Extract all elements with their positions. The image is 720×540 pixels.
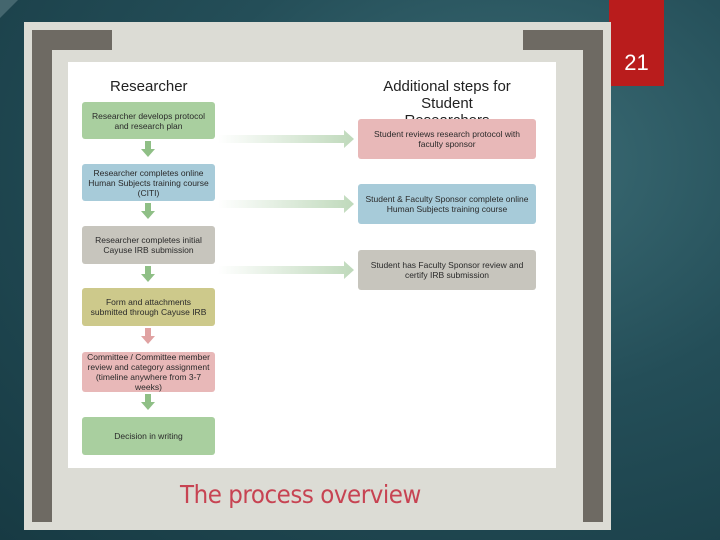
connector-arrow-3: [218, 261, 354, 279]
researcher-heading: Researcher: [110, 78, 188, 95]
process-diagram: Researcher Additional steps for Student …: [68, 62, 556, 468]
researcher-step-1: Researcher develops protocol and researc…: [82, 102, 215, 139]
researcher-step-6: Decision in writing: [82, 417, 215, 455]
student-step-3: Student has Faculty Sponsor review and c…: [358, 250, 536, 290]
down-arrow-5: [141, 394, 155, 410]
slide-number: 21: [609, 0, 664, 86]
researcher-step-3: Researcher completes initial Cayuse IRB …: [82, 226, 215, 264]
down-arrow-4: [141, 328, 155, 344]
researcher-step-4: Form and attachments submitted through C…: [82, 288, 215, 326]
down-arrow-2: [141, 203, 155, 219]
slide-title: The process overview: [180, 480, 421, 509]
connector-arrow-2: [218, 195, 354, 213]
frame-bottom-right: [583, 502, 603, 522]
down-arrow-3: [141, 266, 155, 282]
frame-top-left: [32, 30, 112, 50]
student-heading-line1: Additional steps for Student: [383, 78, 511, 112]
student-step-2: Student & Faculty Sponsor complete onlin…: [358, 184, 536, 224]
researcher-step-2: Researcher completes online Human Subjec…: [82, 164, 215, 201]
frame-right: [583, 30, 603, 522]
down-arrow-1: [141, 141, 155, 157]
student-step-1: Student reviews research protocol with f…: [358, 119, 536, 159]
researcher-step-5: Committee / Committee member review and …: [82, 352, 215, 392]
connector-arrow-1: [218, 130, 354, 148]
frame-left: [32, 30, 52, 522]
frame-bottom-left: [32, 502, 52, 522]
corner-accent: [0, 0, 18, 18]
